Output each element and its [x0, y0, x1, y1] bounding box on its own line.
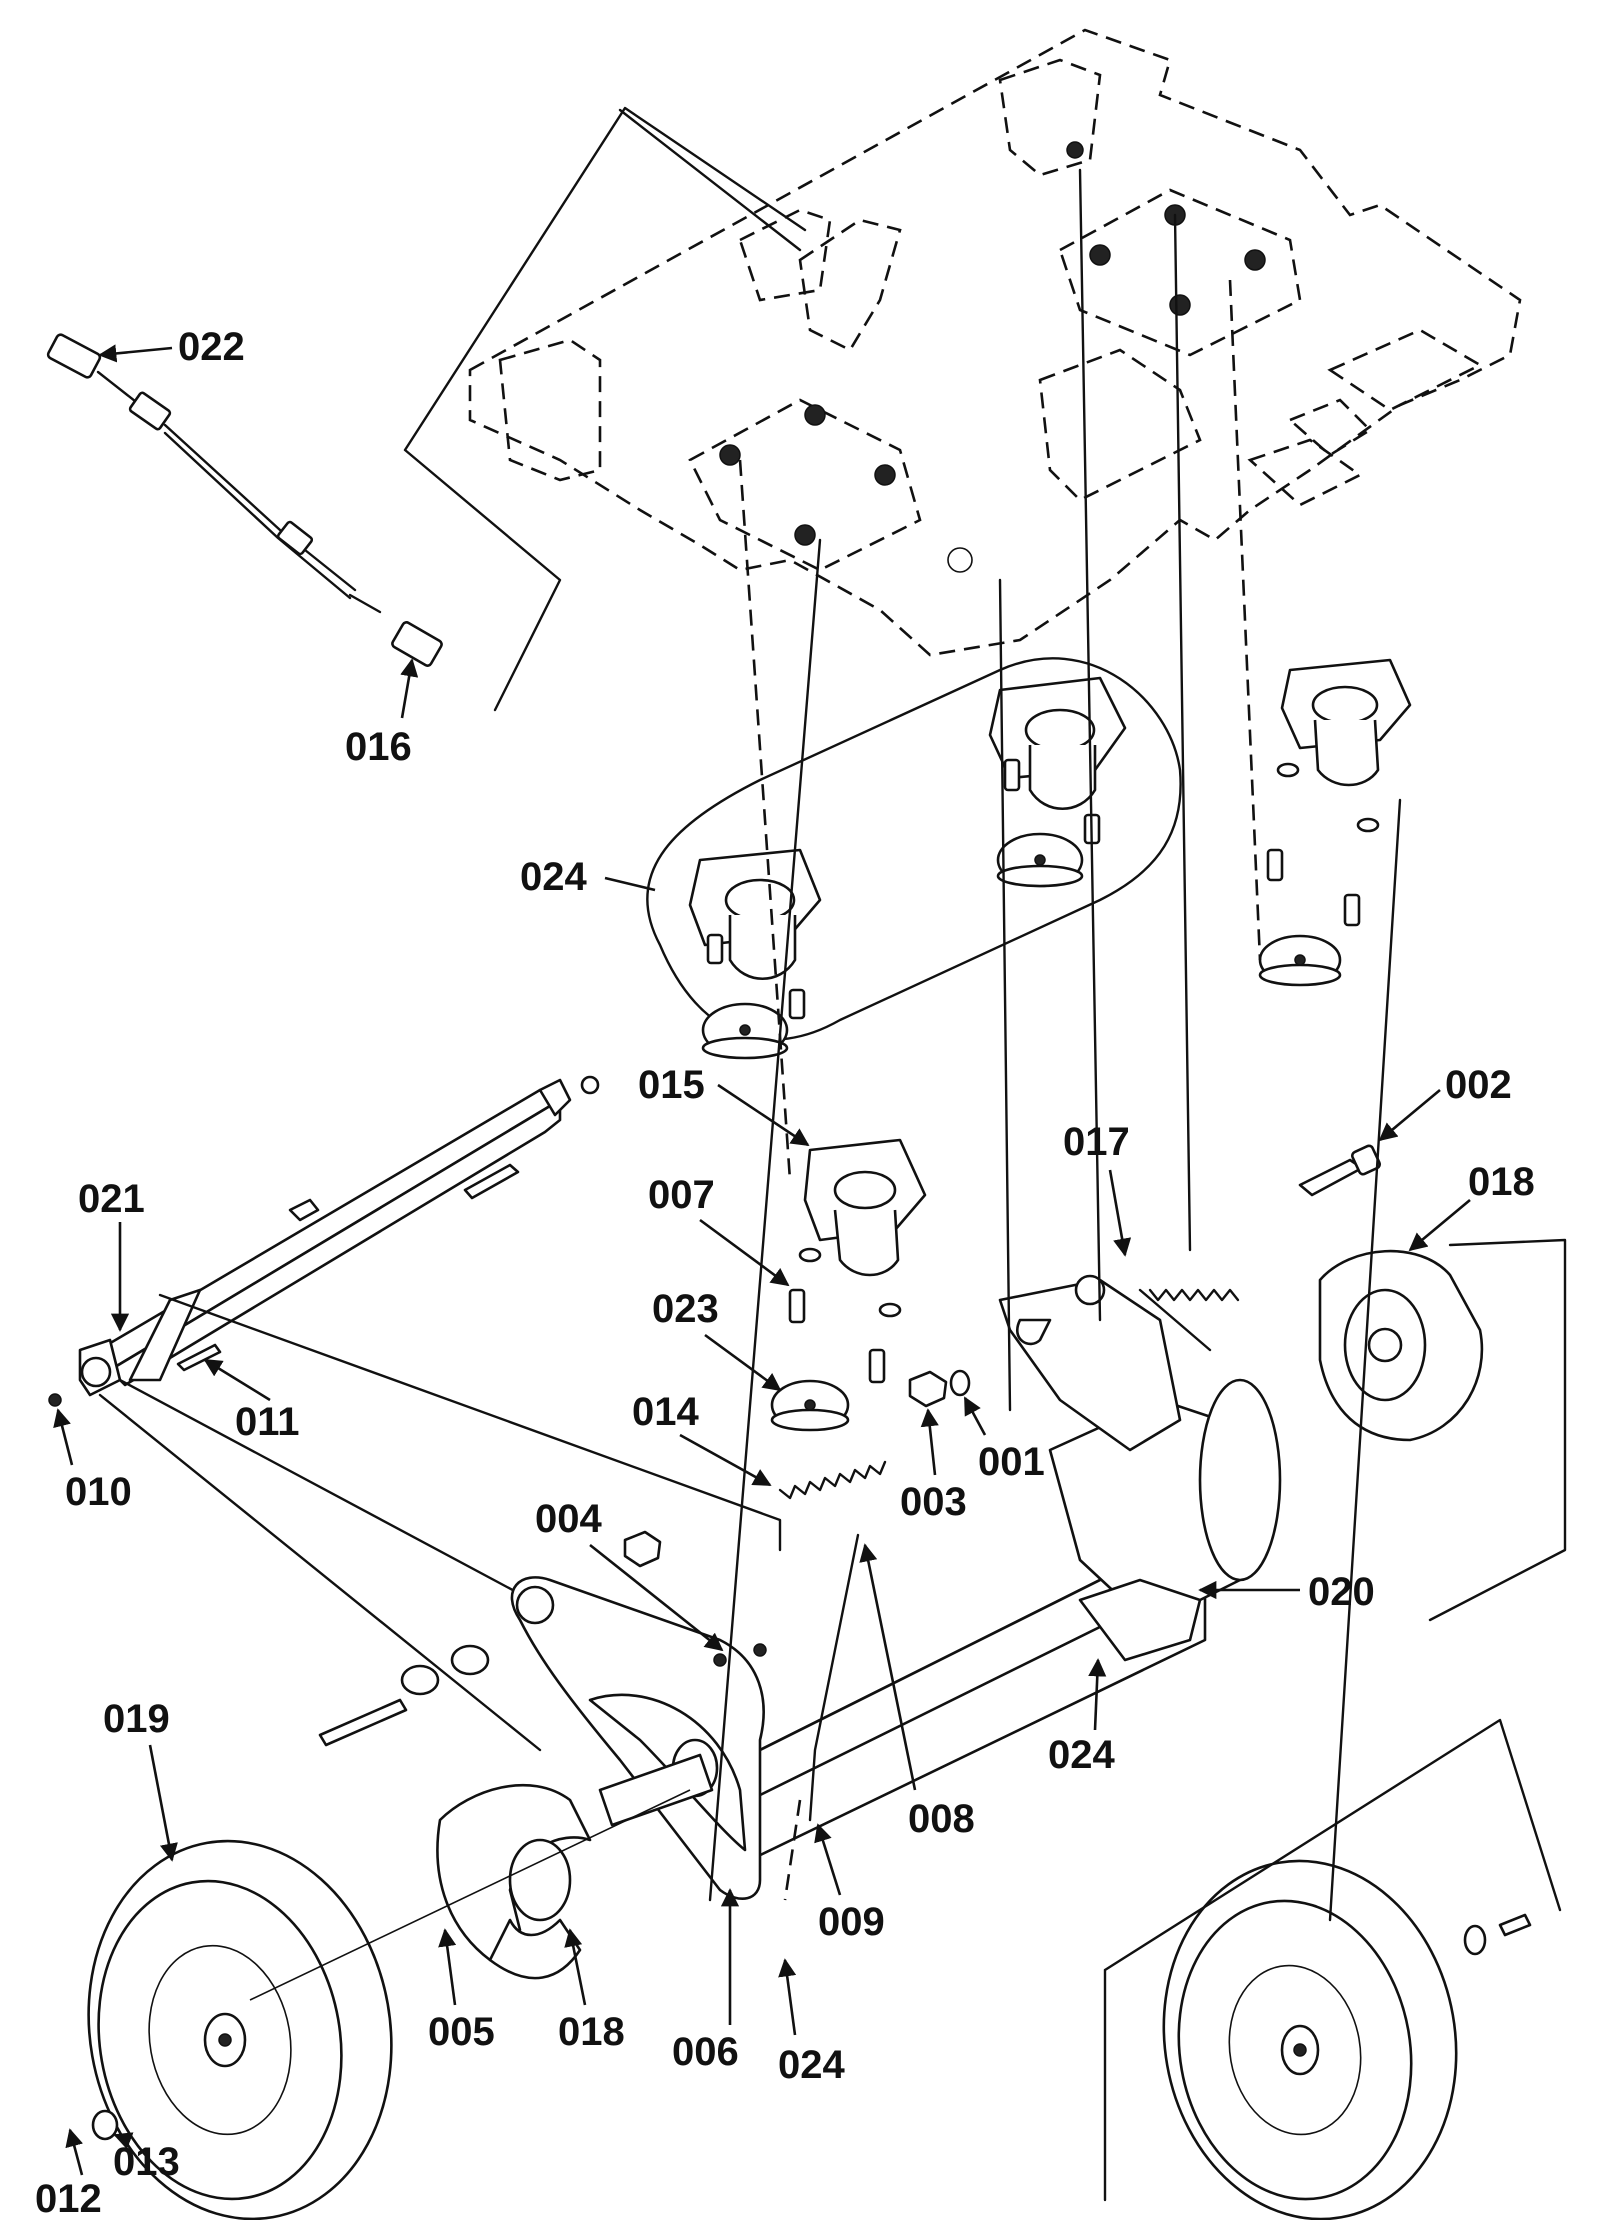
bolt-002 [1298, 1158, 1364, 1197]
callout-label: 009 [818, 1900, 885, 1944]
callout-003: 003 [900, 1408, 967, 1524]
callout-021: 021 [78, 1177, 145, 1332]
wheel-right [1162, 1859, 1532, 2220]
cable-assembly [46, 333, 443, 667]
callout-020: 020 [1198, 1570, 1375, 1614]
mount-right [1258, 658, 1412, 987]
guide-line [1078, 168, 1102, 1322]
link-line [98, 1393, 542, 1752]
callout-label: 021 [78, 1177, 145, 1221]
callout-024-top: 024 [520, 855, 656, 899]
callout-001: 001 [963, 1396, 1045, 1484]
callout-023: 023 [652, 1287, 782, 1392]
callout-017: 017 [1063, 1120, 1132, 1257]
callout-013: 013 [113, 2132, 180, 2184]
washer-001 [949, 1369, 971, 1397]
callout-018-right: 018 [1408, 1160, 1535, 1252]
platform-frame [468, 28, 1522, 657]
callout-016: 016 [345, 658, 419, 769]
callout-010: 010 [53, 1408, 132, 1514]
brake-018-left [436, 1783, 592, 1980]
cable-group-outline [403, 106, 807, 712]
callout-label: 023 [652, 1287, 719, 1331]
callout-label: 001 [978, 1440, 1045, 1484]
callout-012: 012 [35, 2128, 102, 2220]
callout-label: 024 [520, 855, 587, 899]
callout-024-mid: 024 [1048, 1658, 1115, 1777]
callout-label: 022 [178, 325, 245, 369]
link-line [118, 1378, 552, 1612]
callout-009: 009 [814, 1823, 885, 1944]
guide-line [998, 578, 1012, 1412]
guide-line [708, 538, 822, 1902]
callout-004: 004 [535, 1497, 724, 1652]
callout-label: 007 [648, 1173, 715, 1217]
callout-007: 007 [648, 1173, 790, 1287]
callout-label: 008 [908, 1797, 975, 1841]
callout-label: 024 [1048, 1733, 1115, 1777]
callout-015: 015 [638, 1063, 810, 1147]
callout-005: 005 [428, 1928, 495, 2054]
wheel-callout-panel [1103, 1718, 1562, 2202]
callout-024-bottom: 024 [778, 1958, 845, 2087]
left-hub-assembly [510, 1576, 767, 1900]
callout-label: 020 [1308, 1570, 1375, 1614]
callout-label: 003 [900, 1480, 967, 1524]
guide-line [1173, 213, 1192, 1252]
lever-arm-021 [48, 1075, 600, 1407]
callout-018-left: 018 [558, 1928, 625, 2054]
callout-label: 010 [65, 1470, 132, 1514]
spring-017 [1148, 1288, 1240, 1302]
callout-022: 022 [98, 325, 245, 369]
callout-008: 008 [859, 1543, 975, 1841]
callout-label: 015 [638, 1063, 705, 1107]
callout-label: 005 [428, 2010, 495, 2054]
mount-group-024 [646, 657, 1182, 1060]
callout-label: 016 [345, 725, 412, 769]
brake-018-right [1318, 1249, 1484, 1442]
nut-003 [908, 1370, 948, 1408]
callout-label: 014 [632, 1390, 699, 1434]
callout-label: 018 [1468, 1160, 1535, 1204]
axle-line [249, 1789, 691, 2001]
spring-014 [778, 1460, 887, 1500]
mount-015 [770, 1138, 927, 1432]
callout-label: 024 [778, 2043, 845, 2087]
link-line [158, 1293, 782, 1552]
callout-label: 018 [558, 2010, 625, 2054]
callout-002: 002 [1378, 1063, 1512, 1142]
callout-label: 002 [1445, 1063, 1512, 1107]
brake-callout-panel [1428, 1238, 1567, 1622]
callout-label: 012 [35, 2177, 102, 2220]
callout-label: 013 [113, 2140, 180, 2184]
callout-label: 019 [103, 1697, 170, 1741]
axle-beam-020 [698, 1274, 1282, 1862]
wheel-019 [87, 1839, 393, 2220]
callout-label: 006 [672, 2030, 739, 2074]
callout-label: 004 [535, 1497, 602, 1541]
guide-line [1328, 798, 1402, 1922]
callout-006: 006 [672, 1888, 740, 2074]
rod-008 [808, 1533, 860, 1822]
callout-label: 011 [235, 1400, 300, 1444]
callout-019: 019 [103, 1697, 178, 1862]
callout-014: 014 [632, 1390, 772, 1487]
callout-011: 011 [203, 1358, 300, 1444]
callout-label: 017 [1063, 1120, 1130, 1164]
